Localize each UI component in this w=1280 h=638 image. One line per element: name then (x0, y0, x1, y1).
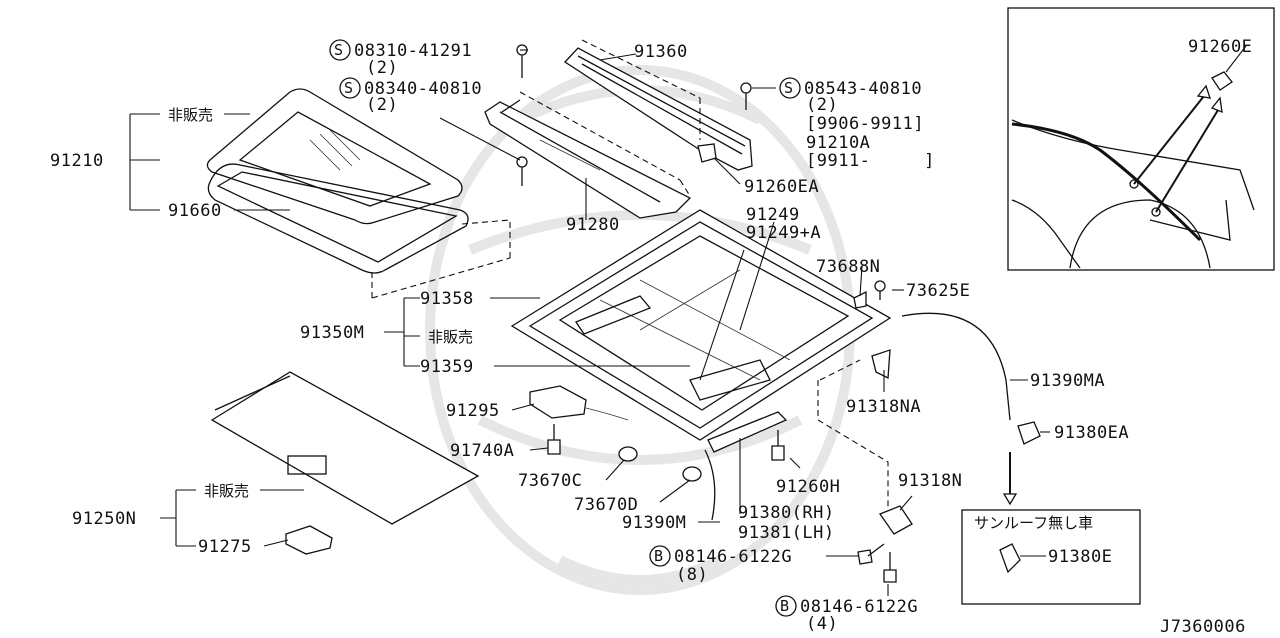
label-91280[interactable]: 91280 (566, 215, 620, 235)
handle-91275[interactable] (285, 525, 333, 555)
grommet-91380E[interactable] (999, 543, 1021, 574)
svg-text:B: B (654, 547, 663, 565)
label-08543-40810[interactable]: 08543-40810 (804, 79, 922, 99)
label-08146-qty-a: (8) (676, 565, 708, 585)
motor-91295[interactable] (529, 385, 629, 421)
svg-text:S: S (334, 41, 343, 59)
screw-08340[interactable] (516, 156, 528, 186)
clip-91260EA[interactable] (697, 143, 717, 163)
grommet-73670C[interactable] (618, 446, 638, 462)
label-73670C[interactable]: 73670C (518, 471, 582, 491)
svg-text:S: S (344, 79, 353, 97)
label-not-for-sale-2: 非販売 (428, 328, 473, 346)
bolt-91740A[interactable] (547, 424, 561, 455)
label-91360[interactable]: 91360 (634, 42, 688, 62)
label-91260E[interactable]: 91260E (1188, 37, 1252, 57)
label-91390MA[interactable]: 91390MA (1030, 371, 1105, 391)
label-91250N[interactable]: 91250N (72, 509, 136, 529)
label-not-for-sale-3: 非販売 (204, 482, 249, 500)
screw-08543[interactable] (740, 82, 752, 110)
label-91249[interactable]: 91249 (746, 205, 800, 225)
clip-73625E[interactable] (874, 280, 886, 300)
sunroof-frame-91350M[interactable] (510, 209, 892, 441)
symbol-s-08310: S (329, 39, 351, 61)
label-08146-6122G-a[interactable]: 08146-6122G (674, 547, 792, 567)
symbol-b-08146-4: B (775, 595, 797, 617)
bolt-08146-8[interactable] (857, 543, 885, 565)
diagram-code: J7360006 (1160, 617, 1246, 637)
label-91381LH[interactable]: 91381(LH) (738, 523, 835, 543)
label-91275[interactable]: 91275 (198, 537, 252, 557)
leader-lines (129, 45, 1247, 596)
label-73688N[interactable]: 73688N (816, 257, 880, 277)
inset-vehicle (1011, 84, 1255, 269)
label-no-sunroof-caption: サンルーフ無し車 (974, 514, 1093, 532)
label-08543-range: [9906-9911] (806, 114, 924, 134)
label-91390M[interactable]: 91390M (622, 513, 686, 533)
label-91260H[interactable]: 91260H (776, 477, 840, 497)
label-91380E[interactable]: 91380E (1048, 547, 1112, 567)
bracket-91380[interactable] (707, 411, 788, 453)
label-91318N[interactable]: 91318N (898, 471, 962, 491)
sunshade-91250N[interactable] (210, 371, 480, 525)
grommet-73670D[interactable] (682, 466, 702, 482)
weatherstrip-91660[interactable] (207, 163, 469, 274)
label-08146-qty-b: (4) (806, 614, 838, 634)
label-91660[interactable]: 91660 (168, 201, 222, 221)
label-91295[interactable]: 91295 (446, 401, 500, 421)
inset-vehicle-frame (1007, 7, 1275, 271)
bolt-08146-4[interactable] (883, 552, 897, 583)
label-91358[interactable]: 91358 (420, 289, 474, 309)
glass-panel-91210[interactable] (206, 88, 463, 225)
label-08340-40810[interactable]: 08340-40810 (364, 79, 482, 99)
bracket-73688N[interactable] (853, 290, 867, 309)
label-08310-qty: (2) (366, 58, 398, 78)
label-73625E[interactable]: 73625E (906, 281, 970, 301)
label-91249A[interactable]: 91249+A (746, 223, 821, 243)
label-91350M[interactable]: 91350M (300, 323, 364, 343)
label-91260EA[interactable]: 91260EA (744, 177, 819, 197)
label-91380RH[interactable]: 91380(RH) (738, 503, 835, 523)
clip-91260E[interactable] (1211, 71, 1233, 91)
inset-no-sunroof-frame (961, 509, 1141, 605)
label-91210A[interactable]: 91210A (806, 133, 870, 153)
bracket-91318N[interactable] (878, 505, 913, 535)
deflector-link-91280[interactable] (484, 99, 692, 219)
symbol-s-08543: S (779, 77, 801, 99)
svg-text:S: S (784, 79, 793, 97)
drain-hose-91390M[interactable] (704, 449, 716, 521)
bracket-91318NA[interactable] (871, 349, 891, 380)
grommet-91380EA[interactable] (1017, 421, 1041, 445)
symbol-b-08146-8: B (649, 545, 671, 567)
bolt-91260H[interactable] (771, 430, 785, 461)
drain-hose-91390MA[interactable] (901, 312, 1011, 421)
label-91210[interactable]: 91210 (50, 151, 104, 171)
label-not-for-sale-1: 非販売 (168, 106, 213, 124)
label-91380EA[interactable]: 91380EA (1054, 423, 1129, 443)
symbol-s-08340: S (339, 77, 361, 99)
label-08146-6122G-b[interactable]: 08146-6122G (800, 597, 918, 617)
label-91740A[interactable]: 91740A (450, 441, 514, 461)
label-91210A-range: [9911- ] (806, 151, 935, 171)
label-08340-qty: (2) (366, 95, 398, 115)
svg-text:B: B (780, 597, 789, 615)
label-73670D[interactable]: 73670D (574, 495, 638, 515)
label-08543-qty: (2) (806, 95, 838, 115)
label-91359[interactable]: 91359 (420, 357, 474, 377)
label-08310-41291[interactable]: 08310-41291 (354, 41, 472, 61)
label-91318NA[interactable]: 91318NA (846, 397, 921, 417)
